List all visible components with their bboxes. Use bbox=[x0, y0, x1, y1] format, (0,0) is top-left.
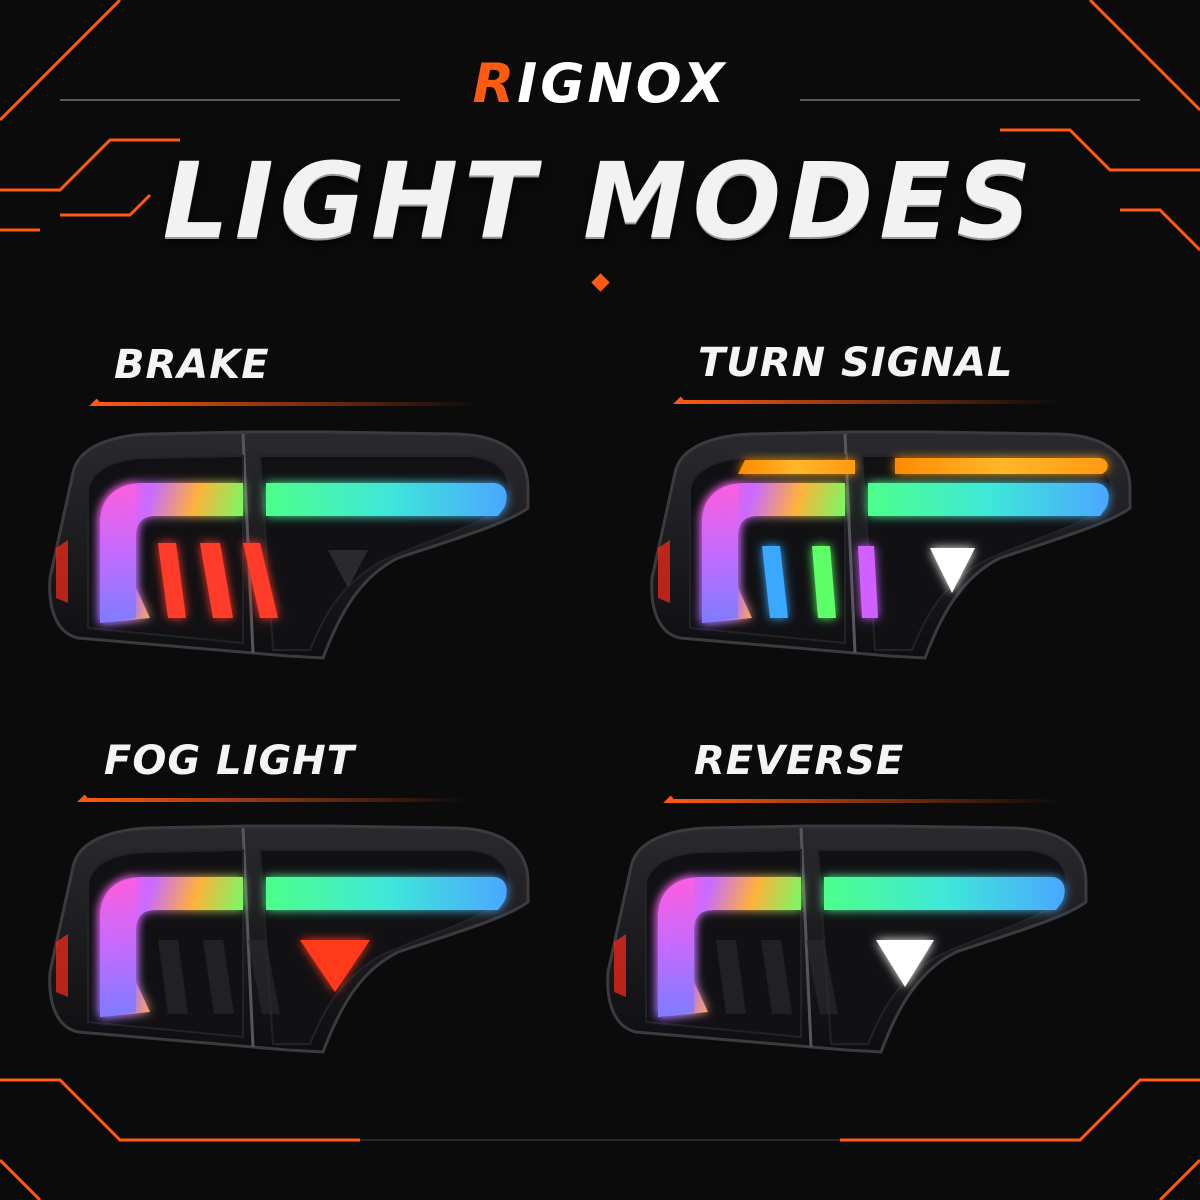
brand-initial: R bbox=[472, 52, 518, 115]
fog-light-lamp bbox=[50, 826, 528, 1052]
brand-rest: IGNOX bbox=[517, 52, 728, 115]
reverse-lamp bbox=[608, 826, 1086, 1052]
header-rules bbox=[60, 99, 1140, 292]
brake-lamp bbox=[50, 432, 528, 658]
page-title: LIGHT MODES bbox=[162, 140, 1038, 262]
mode-label-fog-light: FOG LIGHT bbox=[104, 738, 356, 784]
brand-logo: RIGNOX bbox=[0, 52, 1200, 115]
turn-signal-lamp bbox=[652, 432, 1130, 658]
mode-label-reverse: REVERSE bbox=[694, 738, 905, 784]
mode-label-turn-signal: TURN SIGNAL bbox=[698, 340, 1014, 386]
mode-label-brake: BRAKE bbox=[114, 342, 270, 388]
label-underlines bbox=[77, 396, 1060, 803]
diamond-icon bbox=[591, 273, 610, 292]
